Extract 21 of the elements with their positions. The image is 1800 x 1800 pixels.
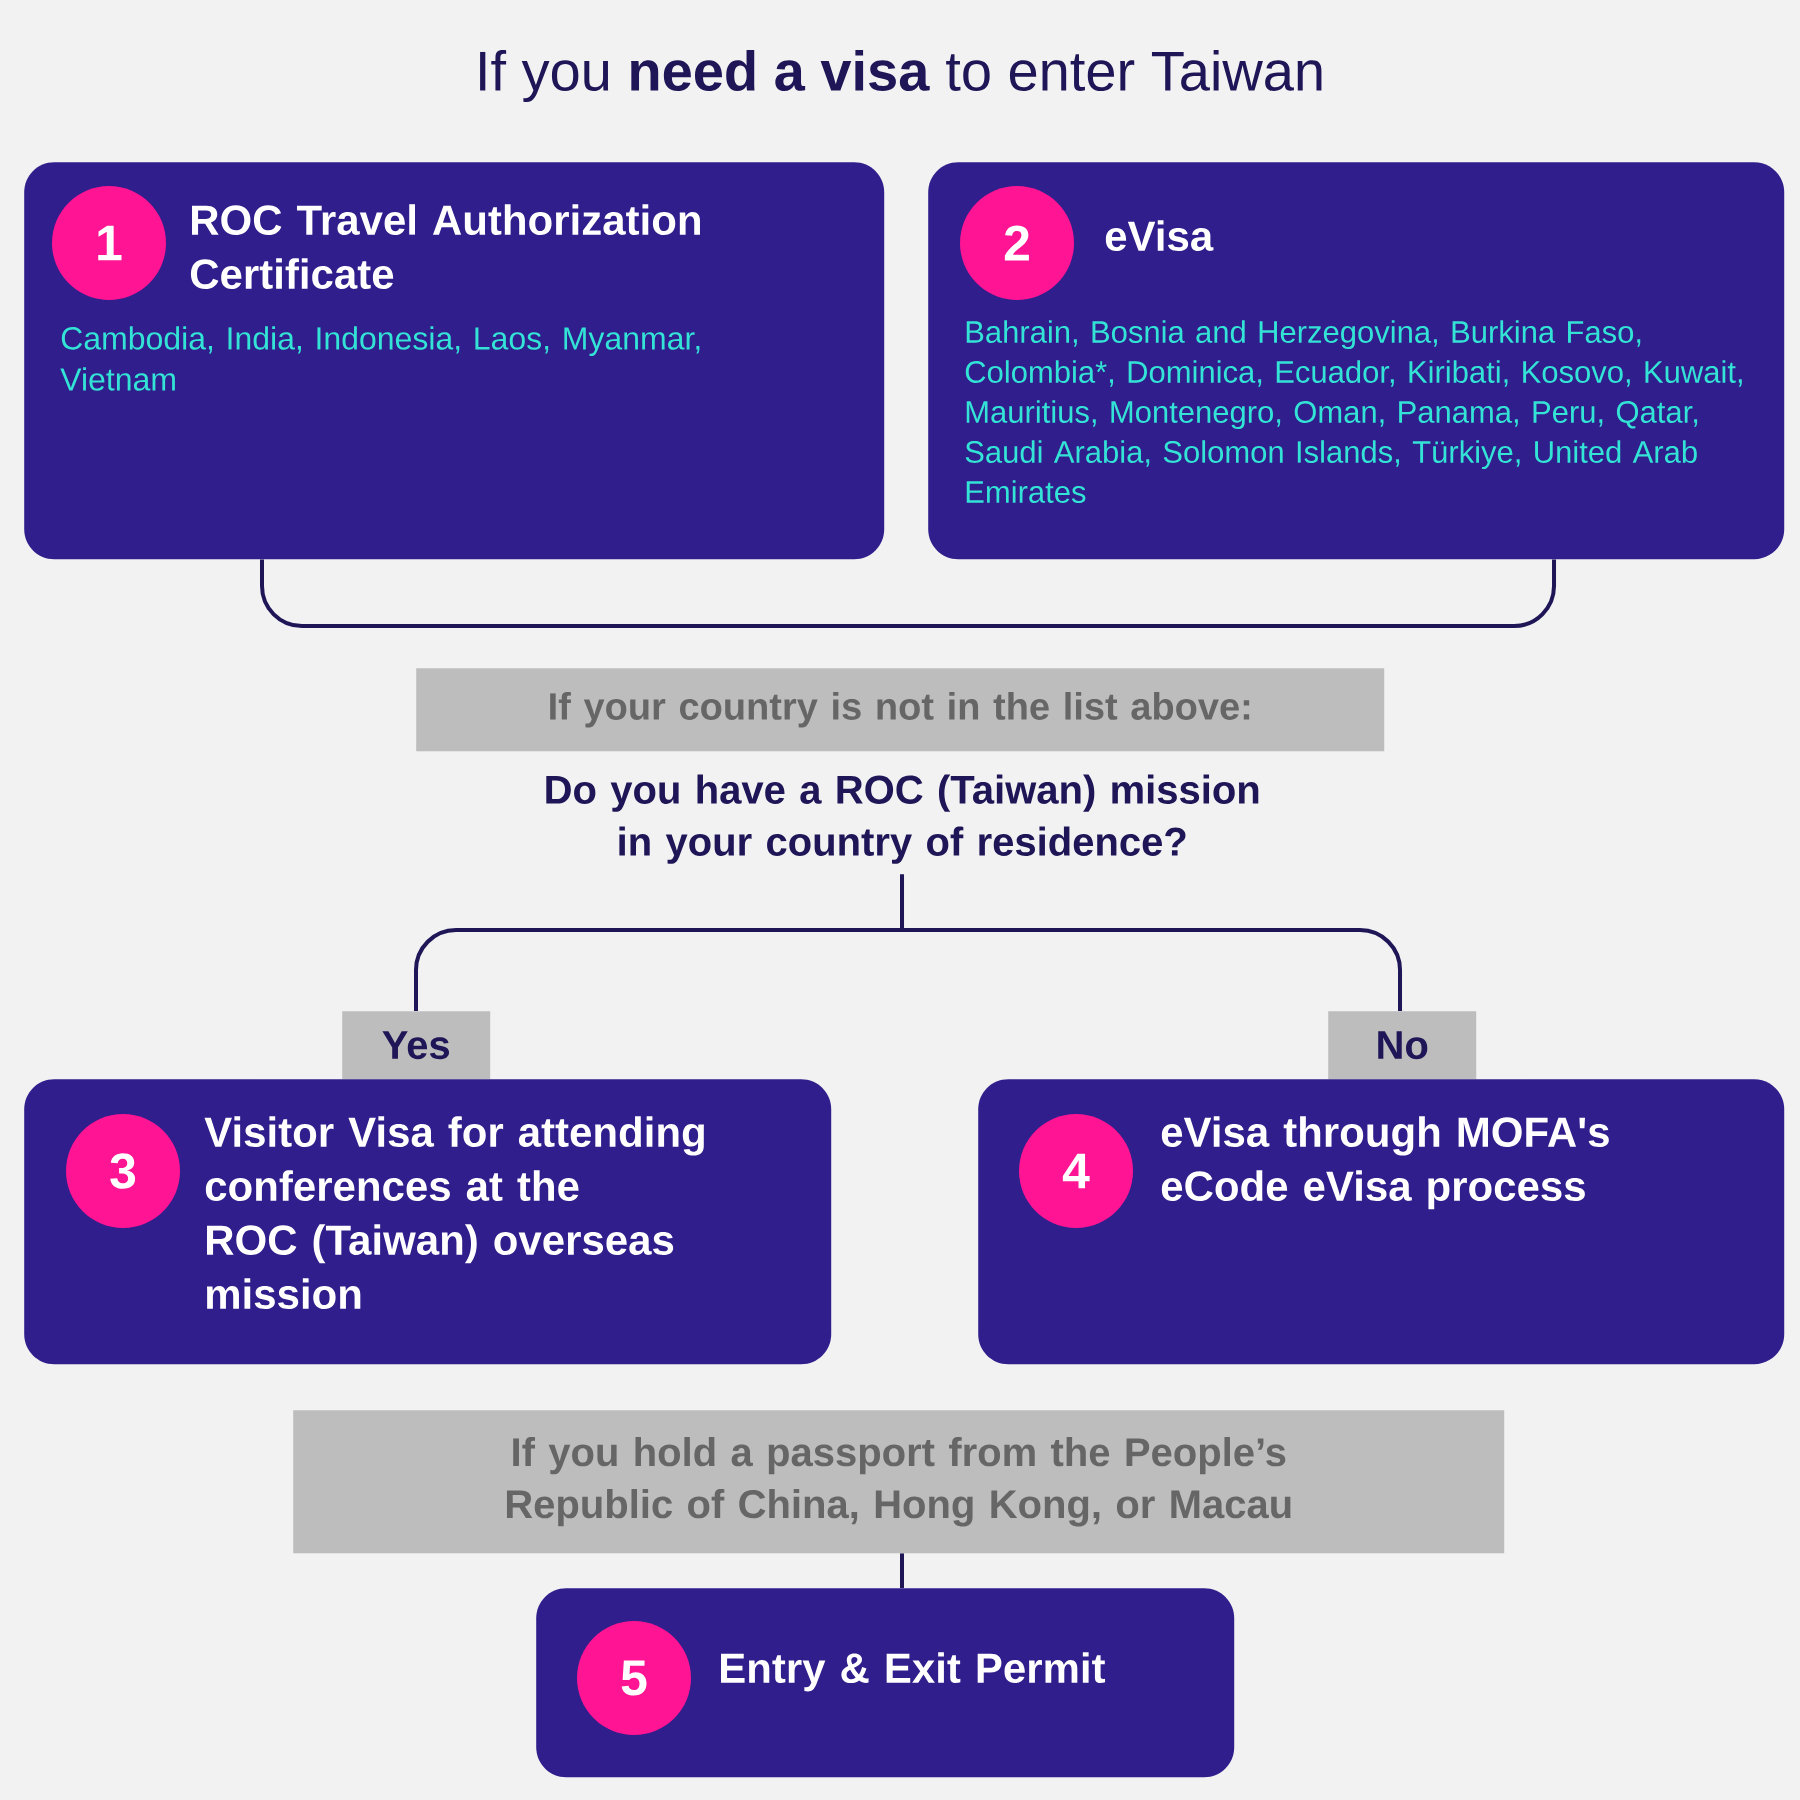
country-list: Cambodia, India, Indonesia, Laos, Myanmar, Vietnam [60,326,700,391]
connector-line [900,1553,904,1588]
card-heading: eVisa through MOFA's eCode eVisa process [1161,1116,1609,1210]
number-badge: 3 [66,1114,180,1228]
number-badge: 2 [960,186,1074,300]
card-heading: eVisa [1105,220,1214,252]
number-badge: 4 [1019,1114,1133,1228]
number-badge: 5 [577,1621,691,1735]
card-heading: ROC Travel Authorization Certificate [190,204,700,290]
title: If you need a visa to enter Taiwan [480,49,1322,103]
country-list: Bahrain, Bosnia and Herzegovina, Burkina Faso, Colombia*, Dominica, Ecuador, Kiribati, Kosovo, Kuwait, Mauritius, Montenegro, Oman, Panama, Peru, Qatar, Saudi Arabia, Solomon Islands, Türkiye, United Arab Emirates [965,320,1742,503]
connector-line [260,559,1556,628]
note-band: If you hold a passport from the People’s Republic of China, Hong Kong, or Macau [293,1410,1505,1554]
note-band: If your country is not in the list above: [416,668,1385,752]
question-text: Do you have a ROC (Taiwan) mission in your country of residence? [546,774,1259,864]
number-badge: 1 [52,186,166,300]
connector-line [900,874,1402,1011]
answer-tab: No [1328,1011,1477,1080]
card-heading: Entry & Exit Permit [721,1652,1106,1692]
card-heading: Visitor Visa for attending conferences at the ROC (Taiwan) overseas mission [204,1116,704,1310]
answer-tab: Yes [342,1011,491,1080]
